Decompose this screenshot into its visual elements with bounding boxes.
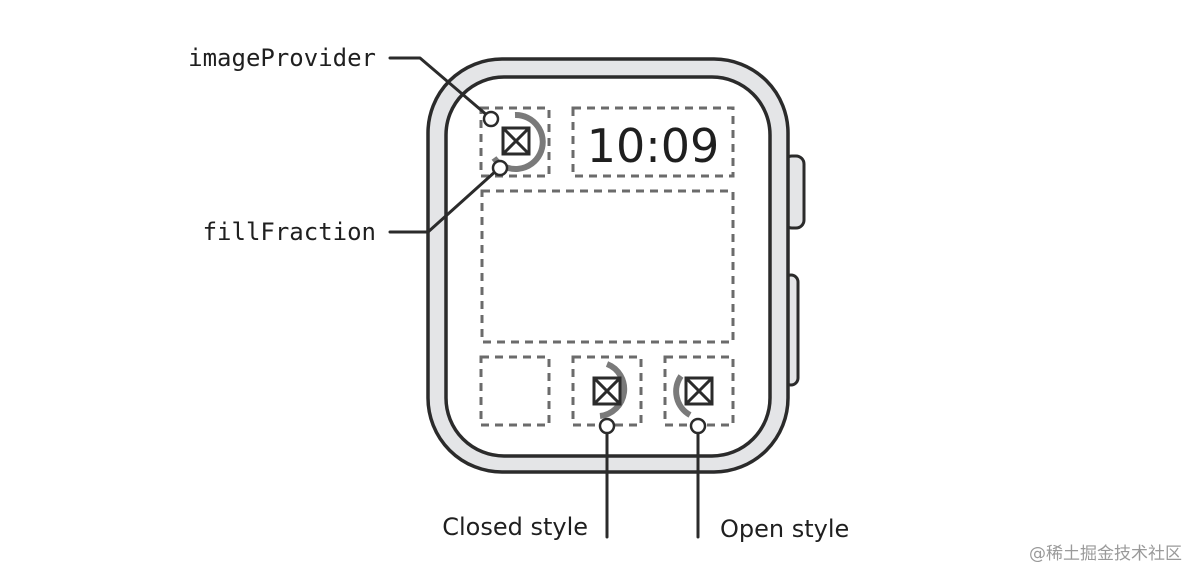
fill-fraction-callout-line [388,168,499,234]
closed-style-pointer [598,417,616,435]
fill-fraction-pointer [491,159,509,177]
image-provider-label: imageProvider [188,44,376,72]
open-style-pointer [689,417,707,435]
closed-style-label: Closed style [442,513,588,541]
image-provider-pointer [482,110,500,128]
crossed-box-icon [592,376,622,406]
slot-top-right [571,106,735,178]
slot-center [480,189,735,344]
slot-bottom-left [479,355,551,427]
slot-top-left [479,106,551,178]
open-style-arc [673,374,692,418]
crossed-box-icon [684,376,714,406]
watermark: @稀土掘金技术社区 [1029,544,1182,564]
crossed-box-icon [501,126,531,156]
open-style-label: Open style [720,515,849,543]
watch-time: 10:09 [587,119,720,173]
closed-style-arc [599,361,628,419]
fill-fraction-label: fillFraction [203,218,376,246]
image-provider-callout-line [388,56,490,118]
